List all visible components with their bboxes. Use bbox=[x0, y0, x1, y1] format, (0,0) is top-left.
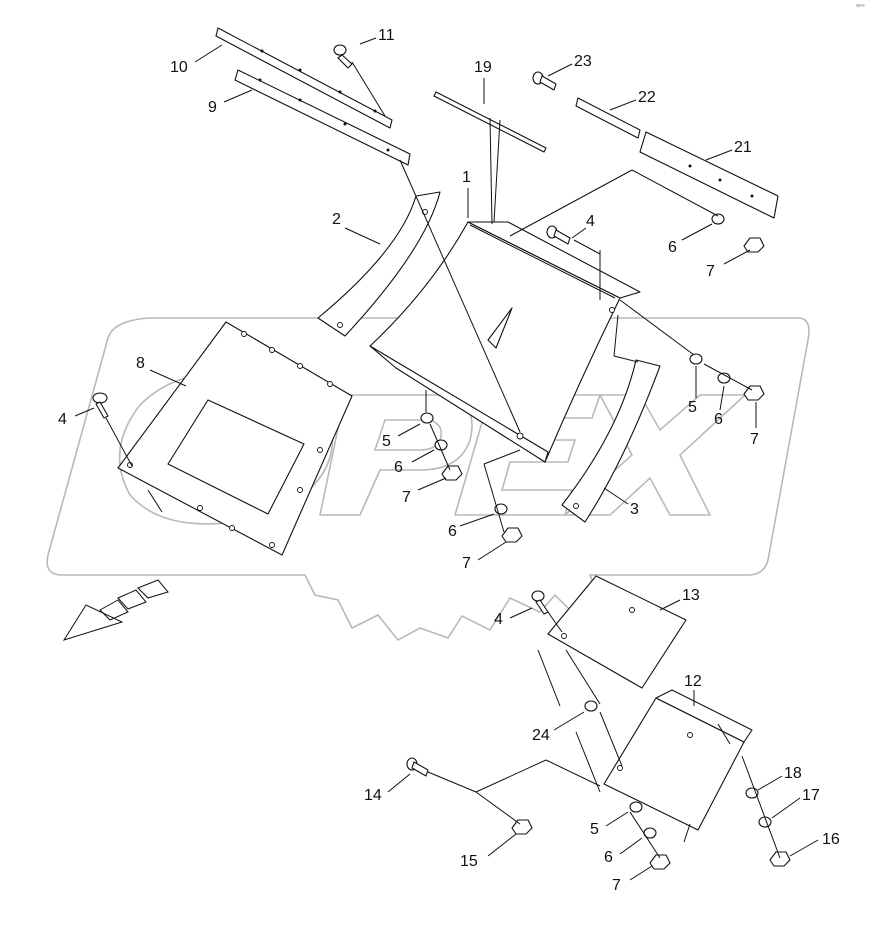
callout-5-bottom: 5 bbox=[590, 821, 599, 838]
part-22-strip bbox=[575, 97, 641, 139]
callout-7-mid: 7 bbox=[402, 489, 411, 506]
callout-6-top: 6 bbox=[668, 239, 677, 256]
callout-12: 12 bbox=[684, 673, 702, 690]
callout-2: 2 bbox=[332, 211, 341, 228]
part-12-bracket bbox=[603, 689, 753, 843]
callout-5-mid: 5 bbox=[382, 433, 391, 450]
part-11-bolt bbox=[333, 44, 353, 69]
callout-9: 9 bbox=[208, 99, 217, 116]
callout-13: 13 bbox=[682, 587, 700, 604]
callout-1: 1 bbox=[462, 169, 471, 186]
part-23-bolt bbox=[532, 71, 557, 91]
direction-arrow bbox=[62, 579, 169, 641]
callout-6-right: 6 bbox=[714, 411, 723, 428]
callout-24: 24 bbox=[532, 727, 550, 744]
part-3-curved-panel bbox=[561, 359, 661, 523]
fastener-bolt-4-top bbox=[546, 225, 571, 245]
part-9-strip bbox=[234, 69, 411, 166]
callout-11: 11 bbox=[378, 27, 395, 44]
callout-6-bottom: 6 bbox=[604, 849, 613, 866]
callout-4-top: 4 bbox=[586, 213, 595, 230]
callout-23: 23 bbox=[574, 53, 592, 70]
callout-7-bottom: 7 bbox=[612, 877, 621, 894]
callout-16: 16 bbox=[822, 831, 840, 848]
fastener-bolt-4-bottom bbox=[531, 590, 549, 615]
callout-7-right: 7 bbox=[750, 431, 759, 448]
callout-labels: 10 9 11 19 23 22 21 1 2 4 6 7 8 4 5 6 7 … bbox=[58, 27, 840, 894]
part-8-plate bbox=[117, 321, 353, 556]
assembly-lines bbox=[105, 61, 781, 859]
fastener-bolt-4-left bbox=[92, 392, 109, 419]
part-10-strip bbox=[215, 27, 393, 129]
callout-4-bottom: 4 bbox=[494, 611, 503, 628]
callout-15: 15 bbox=[460, 853, 478, 870]
callout-10: 10 bbox=[170, 59, 188, 76]
callout-4-left: 4 bbox=[58, 411, 67, 428]
callout-18: 18 bbox=[784, 765, 802, 782]
callout-leaders bbox=[74, 37, 819, 881]
callout-6-low: 6 bbox=[448, 523, 457, 540]
callout-8: 8 bbox=[136, 355, 145, 372]
callout-17: 17 bbox=[802, 787, 820, 804]
watermark-outline bbox=[46, 317, 810, 642]
fastener-bolt-14 bbox=[406, 757, 429, 777]
callout-7-low: 7 bbox=[462, 555, 471, 572]
callout-6-mid: 6 bbox=[394, 459, 403, 476]
part-1-chute bbox=[369, 221, 641, 463]
part-21-plate bbox=[639, 131, 779, 219]
callout-22: 22 bbox=[638, 89, 656, 106]
callout-5-right: 5 bbox=[688, 399, 697, 416]
callout-21: 21 bbox=[734, 139, 752, 156]
watermark-letter-x bbox=[562, 394, 748, 516]
callout-14: 14 bbox=[364, 787, 382, 804]
part-13-plate bbox=[547, 575, 687, 689]
corner-watermark: ᵃᵖᵉˣ bbox=[856, 4, 865, 10]
callout-7-top: 7 bbox=[706, 263, 715, 280]
callout-19: 19 bbox=[474, 59, 492, 76]
callout-3: 3 bbox=[630, 501, 639, 518]
